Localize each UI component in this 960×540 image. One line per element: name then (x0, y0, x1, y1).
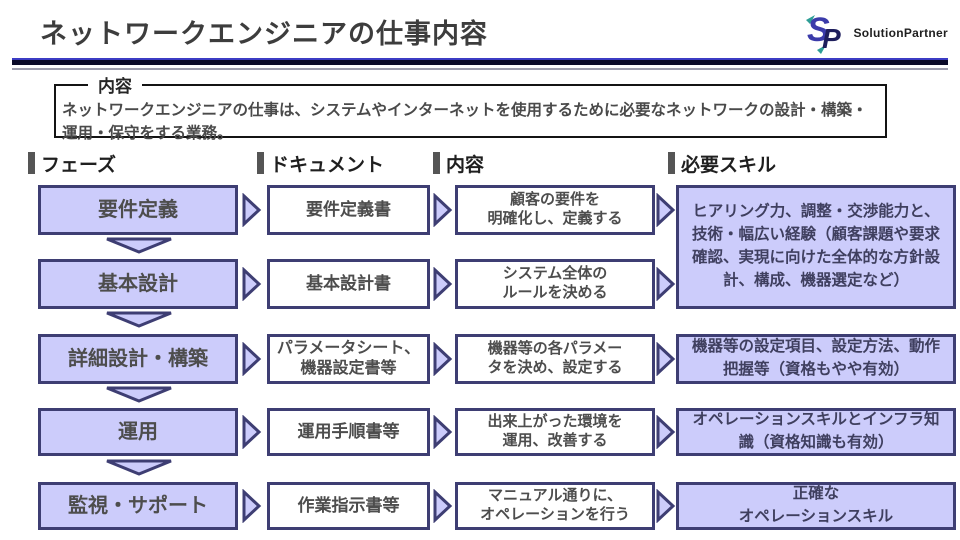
summary-box: 内容 ネットワークエンジニアの仕事は、システムやインターネットを使用するために必… (54, 72, 887, 142)
content-box: システム全体の ルールを決める (455, 259, 655, 309)
column-header-label: フェーズ (41, 154, 117, 176)
brand-logo: S P SolutionPartner (805, 12, 948, 54)
flow-arrow-icon (242, 489, 262, 523)
column-header-content: 内容 (433, 151, 485, 176)
flow-arrow-icon (433, 267, 453, 301)
document-box: 運用手順書等 (267, 408, 430, 456)
down-chevron-icon (106, 237, 172, 254)
summary-text: ネットワークエンジニアの仕事は、システムやインターネットを使用するために必要なネ… (62, 102, 868, 143)
phase-box: 監視・サポート (38, 482, 238, 530)
header-marker-icon (668, 152, 675, 174)
phase-box: 基本設計 (38, 259, 238, 309)
phase-box: 要件定義 (38, 185, 238, 235)
header-marker-icon (28, 152, 35, 174)
header-marker-icon (257, 152, 264, 174)
down-chevron-icon (106, 386, 172, 403)
summary-label: 内容 (98, 77, 132, 96)
column-header-skills: 必要スキル (668, 151, 777, 176)
flow-arrow-icon (433, 415, 453, 449)
column-header-document: ドキュメント (257, 151, 385, 176)
document-box: 要件定義書 (267, 185, 430, 235)
flow-arrow-icon (433, 342, 453, 376)
page-title: ネットワークエンジニアの仕事内容 (40, 19, 488, 49)
content-box: 出来上がった環境を 運用、改善する (455, 408, 655, 456)
column-header-label: ドキュメント (270, 154, 385, 176)
flow-arrow-icon (242, 193, 262, 227)
phase-box: 運用 (38, 408, 238, 456)
title-divider-sub (12, 68, 948, 70)
flow-arrow-icon (242, 415, 262, 449)
brand-name: SolutionPartner (853, 26, 948, 40)
flow-arrow-icon (656, 193, 676, 227)
flow-arrow-icon (656, 267, 676, 301)
skill-box: ヒアリング力、調整・交渉能力と、技術・幅広い経験（顧客課題や要求確認、実現に向け… (676, 185, 956, 309)
skill-box: 機器等の設定項目、設定方法、動作把握等（資格もやや有効） (676, 334, 956, 384)
column-header-label: 内容 (446, 154, 485, 176)
document-box: 基本設計書 (267, 259, 430, 309)
column-header-phase: フェーズ (28, 151, 117, 176)
sp-monogram-icon: S P (806, 12, 841, 54)
content-box: 機器等の各パラメー タを決め、設定する (455, 334, 655, 384)
flow-arrow-icon (433, 193, 453, 227)
title-divider (12, 58, 948, 65)
column-header-label: 必要スキル (681, 154, 777, 176)
flow-arrow-icon (242, 342, 262, 376)
phase-box: 詳細設計・構築 (38, 334, 238, 384)
content-box: 顧客の要件を 明確化し、定義する (455, 185, 655, 235)
skill-box: 正確な オペレーションスキル (676, 482, 956, 530)
flow-arrow-icon (433, 489, 453, 523)
svg-text:S: S (807, 12, 830, 49)
down-chevron-icon (106, 459, 172, 476)
svg-text:P: P (822, 23, 841, 54)
content-box: マニュアル通りに、 オペレーションを行う (455, 482, 655, 530)
header-marker-icon (433, 152, 440, 174)
flow-arrow-icon (656, 489, 676, 523)
flow-arrow-icon (656, 415, 676, 449)
flow-arrow-icon (656, 342, 676, 376)
down-chevron-icon (106, 311, 172, 328)
document-box: パラメータシート、 機器設定書等 (267, 334, 430, 384)
skill-box: オペレーションスキルとインフラ知識（資格知識も有効） (676, 408, 956, 456)
flow-arrow-icon (242, 267, 262, 301)
document-box: 作業指示書等 (267, 482, 430, 530)
